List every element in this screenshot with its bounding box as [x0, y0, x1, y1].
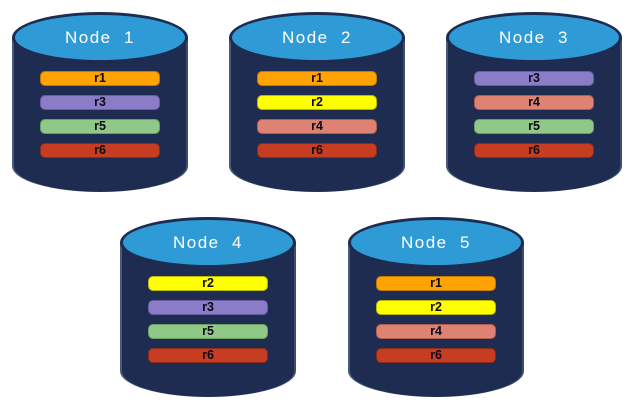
range-bar-r6: r6	[257, 143, 377, 158]
range-bar-r6: r6	[376, 348, 496, 363]
range-bar-r2: r2	[257, 95, 377, 110]
node-top-ellipse: Node 1	[12, 12, 188, 63]
range-bar-r3: r3	[474, 71, 594, 86]
range-bar-r5: r5	[474, 119, 594, 134]
range-bar-r4: r4	[376, 324, 496, 339]
range-bar-r1: r1	[376, 276, 496, 291]
node-title: Node 1	[64, 27, 136, 47]
range-bar-r2: r2	[148, 276, 268, 291]
range-bar-r3: r3	[148, 300, 268, 315]
node-title: Node 5	[400, 232, 472, 252]
range-bar-r6: r6	[474, 143, 594, 158]
range-bar-r4: r4	[257, 119, 377, 134]
range-bar-r5: r5	[40, 119, 160, 134]
range-bar-r6: r6	[148, 348, 268, 363]
range-bar-r4: r4	[474, 95, 594, 110]
node-title: Node 3	[498, 27, 570, 47]
node-cylinder: Node 3 r3 r4 r5 r6	[446, 12, 622, 192]
range-list: r3 r4 r5 r6	[446, 71, 622, 158]
range-bar-r1: r1	[40, 71, 160, 86]
node-cylinder: Node 1 r1 r3 r5 r6	[12, 12, 188, 192]
node-cylinder: Node 5 r1 r2 r4 r6	[348, 217, 524, 397]
range-bar-r3: r3	[40, 95, 160, 110]
range-bar-r5: r5	[148, 324, 268, 339]
node-cylinder: Node 2 r1 r2 r4 r6	[229, 12, 405, 192]
node-top-ellipse: Node 2	[229, 12, 405, 63]
node-top-ellipse: Node 4	[120, 217, 296, 268]
range-list: r1 r2 r4 r6	[348, 276, 524, 363]
range-bar-r6: r6	[40, 143, 160, 158]
node-title: Node 4	[172, 232, 244, 252]
node-title: Node 2	[281, 27, 353, 47]
node-top-ellipse: Node 5	[348, 217, 524, 268]
range-bar-r2: r2	[376, 300, 496, 315]
node-cylinder: Node 4 r2 r3 r5 r6	[120, 217, 296, 397]
node-top-ellipse: Node 3	[446, 12, 622, 63]
range-list: r2 r3 r5 r6	[120, 276, 296, 363]
range-list: r1 r3 r5 r6	[12, 71, 188, 158]
range-list: r1 r2 r4 r6	[229, 71, 405, 158]
range-bar-r1: r1	[257, 71, 377, 86]
